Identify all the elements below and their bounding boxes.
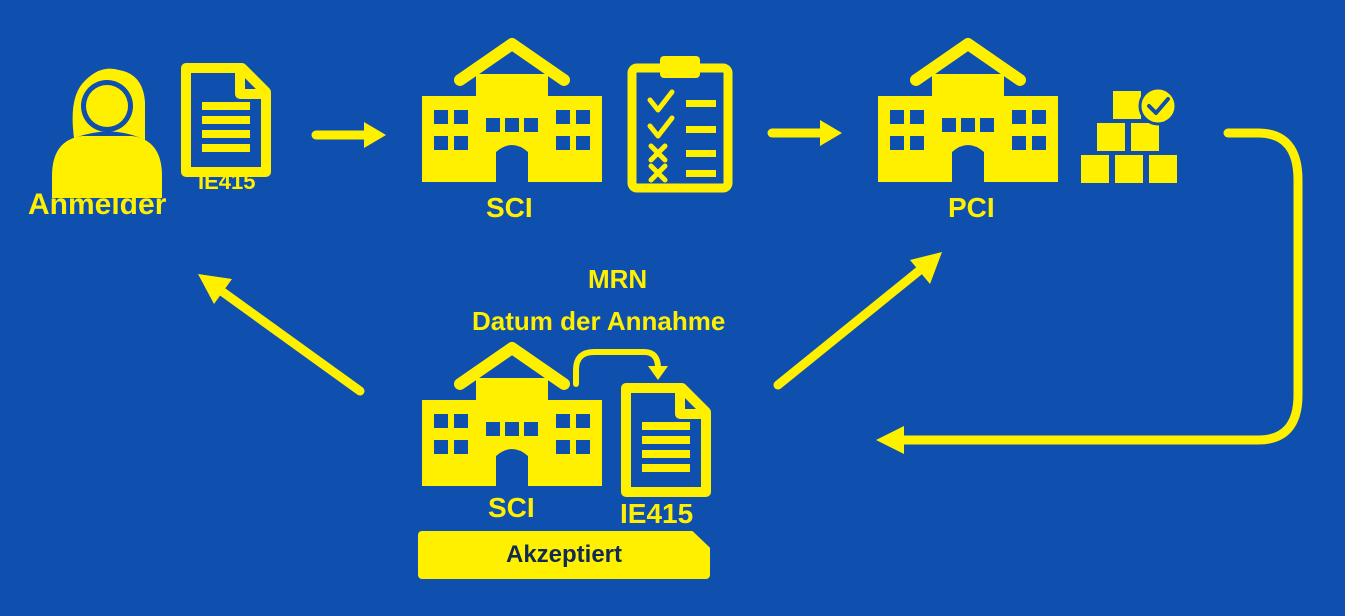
pci-building-icon <box>878 44 1058 182</box>
acceptance-date-label: Datum der Annahme <box>472 306 726 336</box>
arrow-sci-to-document <box>573 349 668 387</box>
status-badge-label: Akzeptiert <box>505 541 623 568</box>
mrn-label: MRN <box>588 264 648 294</box>
declarant-label: Anmelder <box>28 188 167 221</box>
boxes-check-icon <box>1078 86 1180 186</box>
status-badge: Akzeptiert <box>418 531 710 579</box>
arrow-declarant-to-sci <box>311 122 386 148</box>
arrow-sci-to-declarant <box>198 274 365 396</box>
document-bottom-icon <box>626 388 706 492</box>
arrow-sci-to-pci-diagonal <box>773 252 942 390</box>
arrow-sci-to-pci <box>767 120 842 146</box>
person-icon <box>52 68 162 198</box>
declarant-document-label: IE415 <box>198 169 256 194</box>
sci-building-icon <box>422 44 602 182</box>
document-icon <box>186 68 266 172</box>
sci-bottom-label: SCI <box>488 492 535 523</box>
checklist-icon <box>632 56 728 188</box>
sci-label: SCI <box>486 192 533 223</box>
pci-label: PCI <box>948 192 995 223</box>
bottom-document-label: IE415 <box>620 498 694 529</box>
arrow-pci-loop-back <box>876 128 1303 454</box>
